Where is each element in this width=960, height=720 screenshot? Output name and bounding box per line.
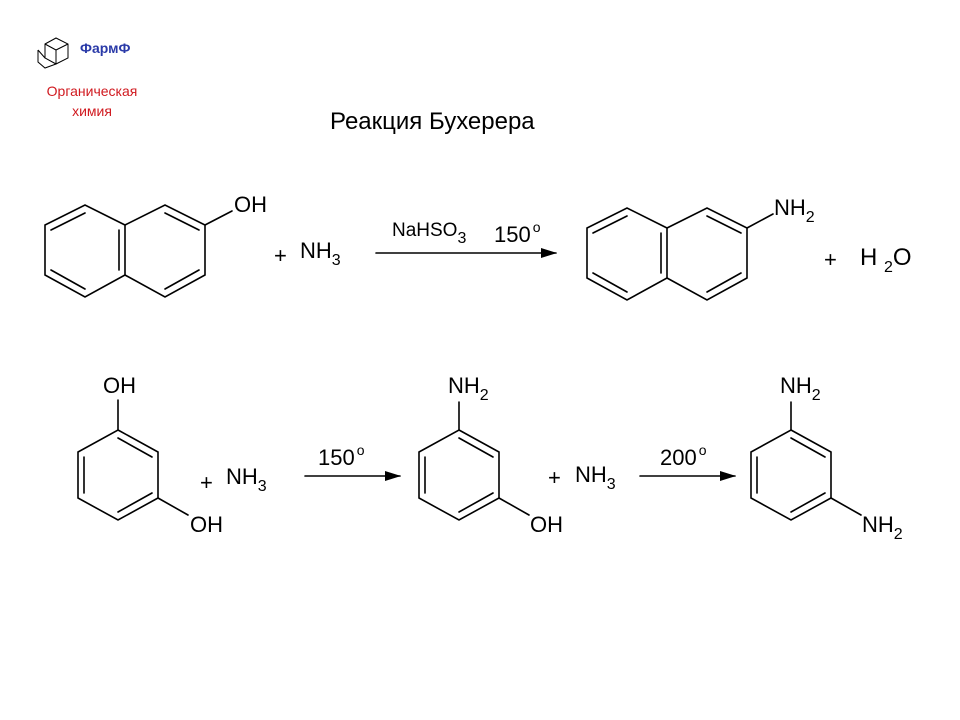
resorcinol-oh-top: OH — [103, 373, 136, 398]
resorcinol-oh-bottom: OH — [190, 512, 223, 537]
plus-sign: + — [274, 243, 287, 268]
plus-sign: + — [824, 247, 837, 272]
plus-sign: + — [548, 465, 561, 490]
phenylenediamine-structure — [750, 401, 862, 521]
aminophenol-nh2-group: NH2 — [448, 373, 489, 404]
plus-sign: + — [200, 470, 213, 495]
ammonia-reagent: NH3 — [575, 462, 616, 493]
diamine-nh2-top: NH2 — [780, 373, 821, 404]
naphthylamine-nh2-group: NH2 — [774, 195, 815, 226]
naphthol-oh-group: OH — [234, 192, 267, 217]
ammonia-reagent: NH3 — [300, 238, 341, 269]
aminophenol-structure — [418, 401, 530, 521]
logo-subtitle-line2: химия — [72, 103, 112, 119]
diamine-nh2-bottom: NH2 — [862, 512, 903, 543]
aminophenol-oh-group: OH — [530, 512, 563, 537]
logo-brand: ФармФ — [80, 40, 131, 56]
resorcinol-structure — [77, 399, 189, 521]
naphthol-structure — [44, 204, 233, 298]
page-title: Реакция Бухерера — [330, 108, 535, 135]
water-byproduct: H 2O — [860, 244, 912, 277]
condition-nahso3: NaHSO3 — [392, 220, 467, 247]
naphthylamine-structure — [586, 207, 774, 301]
ammonia-reagent: NH3 — [226, 464, 267, 495]
logo-subtitle-line1: Органическая — [46, 83, 138, 99]
